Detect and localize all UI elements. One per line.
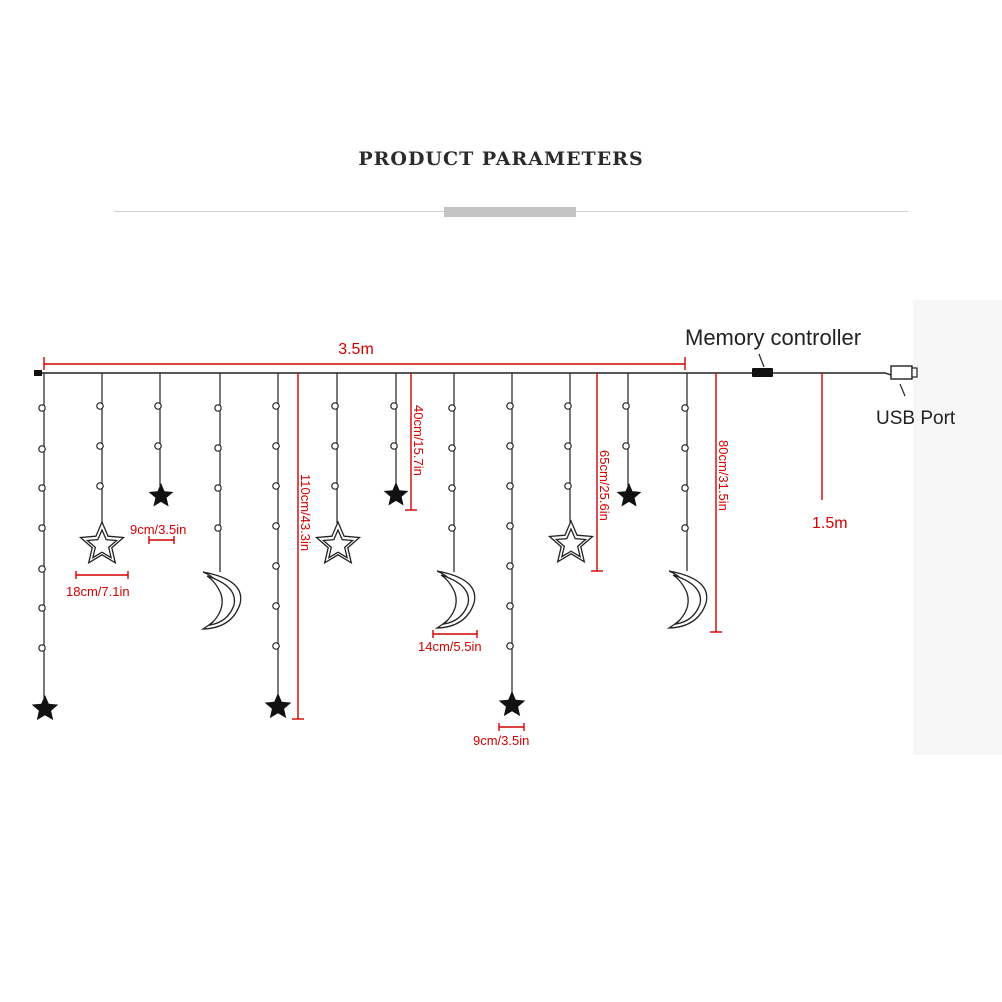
controller-box-icon xyxy=(752,368,773,377)
usb-pointer xyxy=(899,383,906,397)
label-cable-length: 1.5m xyxy=(812,515,848,532)
label-dim-star-small-bottom: 9cm/3.5in xyxy=(473,733,529,748)
label-usb-port: USB Port xyxy=(876,408,956,429)
usb-cable xyxy=(773,372,892,376)
label-dim-65: 65cm/25.6in xyxy=(597,450,612,521)
label-dim-moon: 14cm/5.5in xyxy=(418,639,482,654)
label-dim-star-large: 18cm/7.1in xyxy=(66,584,130,599)
title-divider-accent xyxy=(444,207,576,217)
wire-end-cap xyxy=(34,370,42,376)
star-outline-icon xyxy=(78,519,595,565)
star-solid-icon xyxy=(31,482,642,721)
label-dim-40: 40cm/15.7in xyxy=(411,405,426,476)
label-dim-star-small-top: 9cm/3.5in xyxy=(130,522,186,537)
page-title: PRODUCT PARAMETERS xyxy=(358,148,644,170)
label-memory-controller: Memory controller xyxy=(685,325,861,350)
crescent-moon-icon xyxy=(200,570,708,630)
usb-panel xyxy=(913,300,1002,755)
label-dim-110: 110cm/43.3in xyxy=(298,474,313,551)
label-total-length: 3.5m xyxy=(338,341,374,358)
dimension-lines xyxy=(43,357,823,731)
usb-plug-icon xyxy=(890,365,918,380)
bulb-icon xyxy=(38,402,689,652)
controller-pointer xyxy=(758,353,765,368)
label-dim-80: 80cm/31.5in xyxy=(716,440,731,511)
